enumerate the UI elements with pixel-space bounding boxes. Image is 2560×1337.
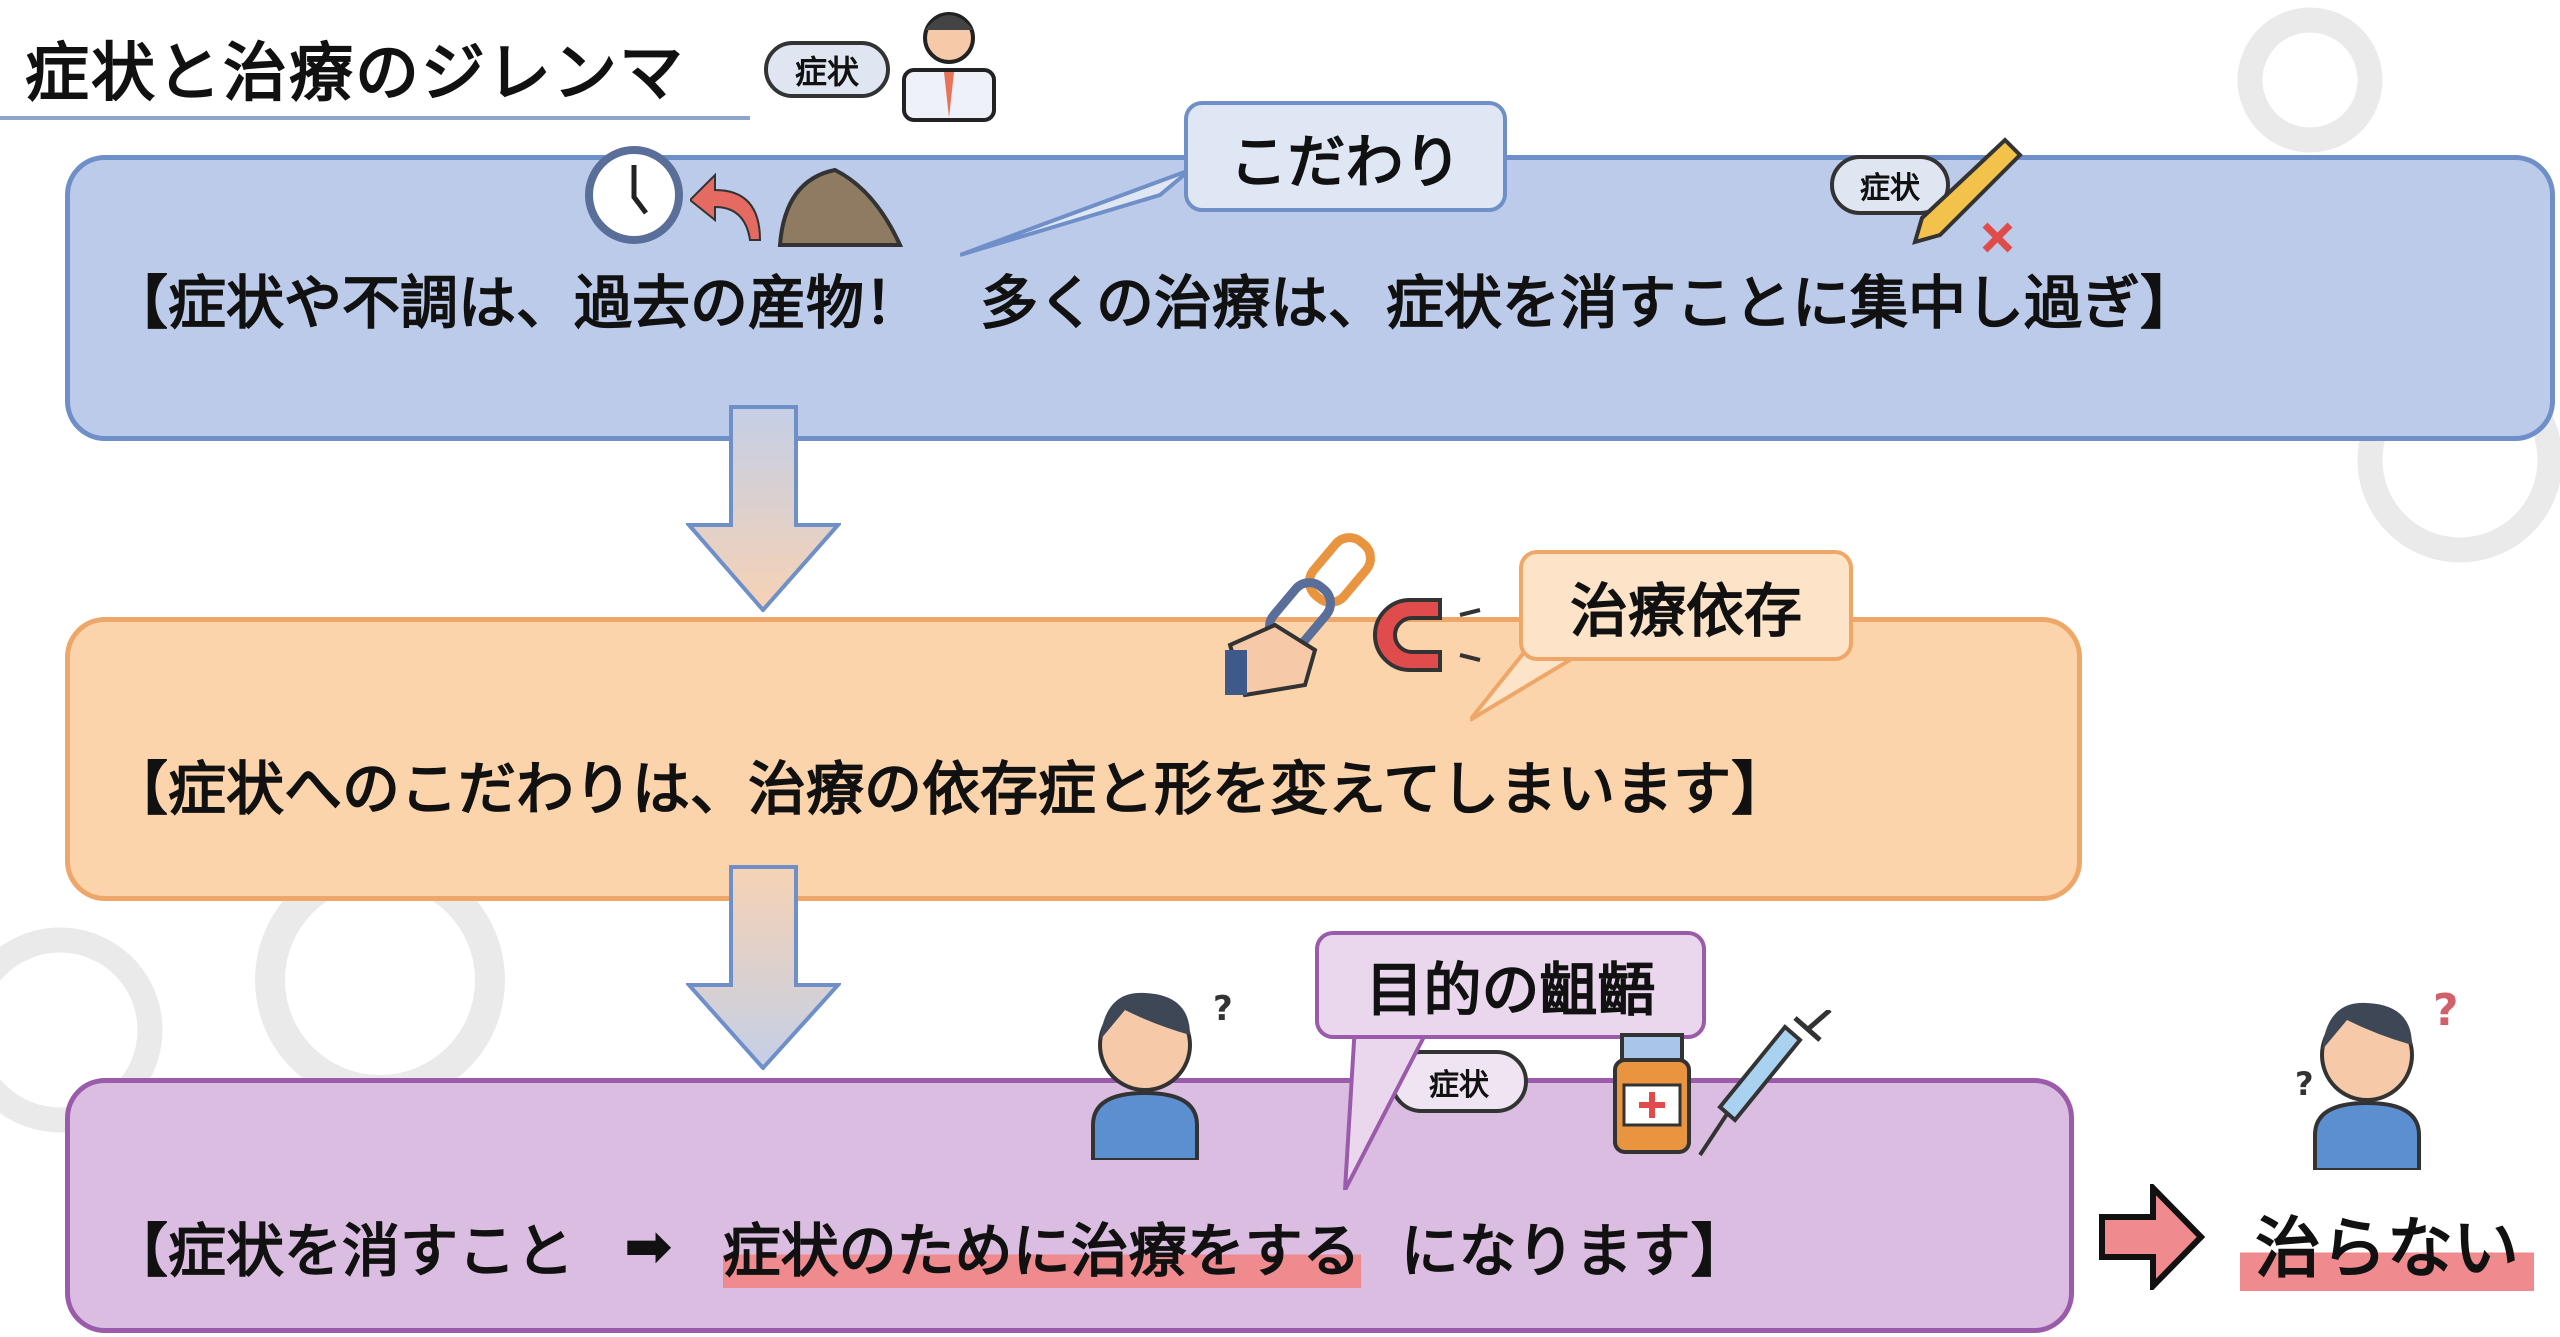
box3-text-start: 【症状を消すこと <box>110 1216 575 1285</box>
pile-icon <box>777 167 904 247</box>
symptom-badge: 症状 <box>1830 155 1950 215</box>
box3-text-end: になります】 <box>1400 1216 1749 1285</box>
result-arrow-icon <box>2099 1184 2205 1290</box>
page-title: 症状と治療のジレンマ <box>25 37 685 111</box>
back-arrow-icon <box>690 172 762 241</box>
box1-text: 【症状や不調は、過去の産物！ 多くの治療は、症状を消すことに集中し過ぎ】 <box>110 269 2199 337</box>
svg-text:?: ? <box>2433 985 2459 1036</box>
medicine-bottle-icon <box>1613 1033 1691 1154</box>
confused-person-icon: ?? <box>2295 985 2459 1170</box>
callout-pointer <box>1343 1025 1433 1190</box>
syringe-icon <box>1698 1010 1832 1157</box>
callout-purpose-mismatch: 目的の齟齬 <box>1315 931 1706 1039</box>
purpose-mismatch-box: 【症状を消すこと ➡ 症状のために治療をする になります】 <box>65 1078 2074 1333</box>
doctor-icon <box>902 12 996 122</box>
confused-person-icon: ? <box>1091 989 1233 1160</box>
svg-text:?: ? <box>2295 1065 2314 1103</box>
box2-text: 【症状へのこだわりは、治療の依存症と形を変えてしまいます】 <box>110 755 1790 823</box>
down-arrow-icon <box>686 865 841 1070</box>
callout-kodawari: こだわり <box>1184 101 1507 212</box>
callout-pointer <box>1470 645 1599 722</box>
box3-highlight-text: 症状のために治療をする <box>722 1203 1361 1288</box>
callout-treatment-dependence: 治療依存 <box>1519 550 1853 661</box>
right-arrow-icon: ➡ <box>624 1211 673 1280</box>
down-arrow-icon <box>686 405 841 612</box>
chain-hand-icon <box>1225 533 1375 698</box>
symptom-badge: 症状 <box>764 41 890 98</box>
magnet-icon <box>1373 598 1481 672</box>
title-underline <box>0 116 750 120</box>
svg-text:?: ? <box>1213 989 1233 1029</box>
clock-icon <box>585 146 683 244</box>
callout-pointer <box>960 170 1192 257</box>
dependence-box: 【症状へのこだわりは、治療の依存症と形を変えてしまいます】 <box>65 617 2082 901</box>
result-text: 治らない <box>2240 1195 2534 1291</box>
pencil-eraser-icon <box>1912 137 2023 253</box>
